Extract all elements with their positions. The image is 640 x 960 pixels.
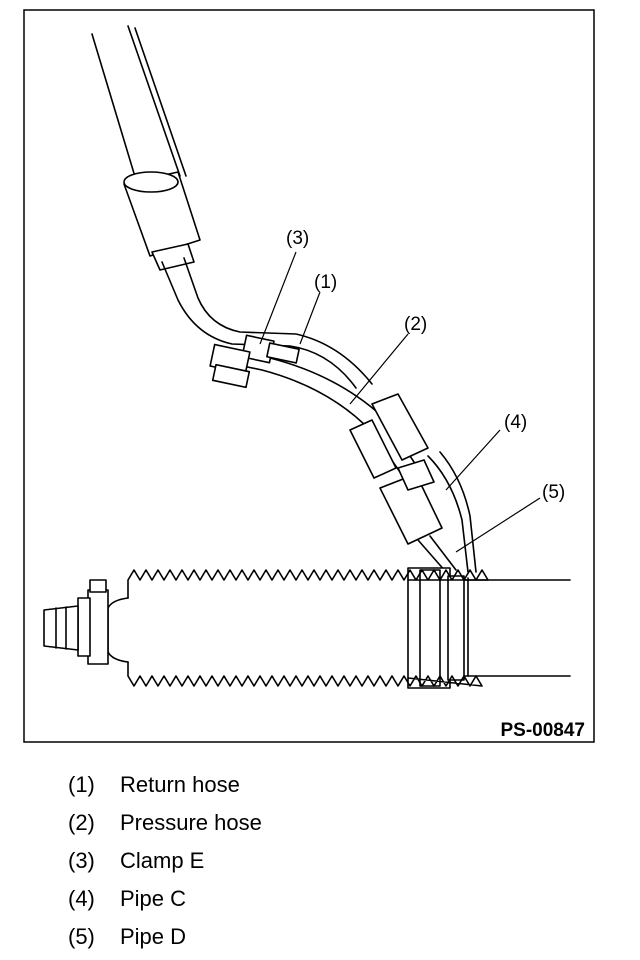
hose-fitting [123,171,201,271]
diagram-frame [23,9,595,743]
legend-label: Clamp E [120,848,205,873]
callout-3: (3) [286,228,309,249]
rack-housing [407,567,571,689]
callout-1: (1) [314,272,337,293]
legend-item: (4) Pipe C [68,880,568,918]
legend-label: Pipe D [120,924,187,949]
legend-number: (4) [68,886,95,911]
leader-line-2 [349,333,409,405]
legend-number: (3) [68,848,95,873]
legend-item: (1) Return hose [68,766,568,804]
steering-hose-diagram: (3) (1) (2) (4) (5) PS-00847 [23,9,595,743]
return-hose-pipe [161,257,373,389]
legend-label: Pipe C [120,886,187,911]
callout-5: (5) [542,482,565,503]
pipe-joint-lower [379,459,443,545]
clamp-e [209,334,300,389]
pipe-d [417,535,457,573]
figure-id: PS-00847 [500,720,585,741]
leader-line-5 [455,497,541,553]
legend: (1) Return hose (2) Pressure hose (3) Cl… [68,766,568,956]
legend-number: (2) [68,810,95,835]
legend-item: (5) Pipe D [68,918,568,956]
legend-item: (3) Clamp E [68,842,568,880]
leader-line-3 [259,251,297,345]
legend-label: Pressure hose [120,810,262,835]
pipe-c [427,451,477,573]
leader-line-1 [299,291,321,345]
leader-line-4 [445,429,501,491]
callout-4: (4) [504,412,527,433]
callout-2: (2) [404,314,427,335]
legend-number: (1) [68,772,95,797]
legend-label: Return hose [120,772,240,797]
legend-item: (2) Pressure hose [68,804,568,842]
legend-number: (5) [68,924,95,949]
tie-rod-end [43,579,109,665]
pipe-joint-upper [349,393,429,479]
upper-hose [91,25,187,181]
